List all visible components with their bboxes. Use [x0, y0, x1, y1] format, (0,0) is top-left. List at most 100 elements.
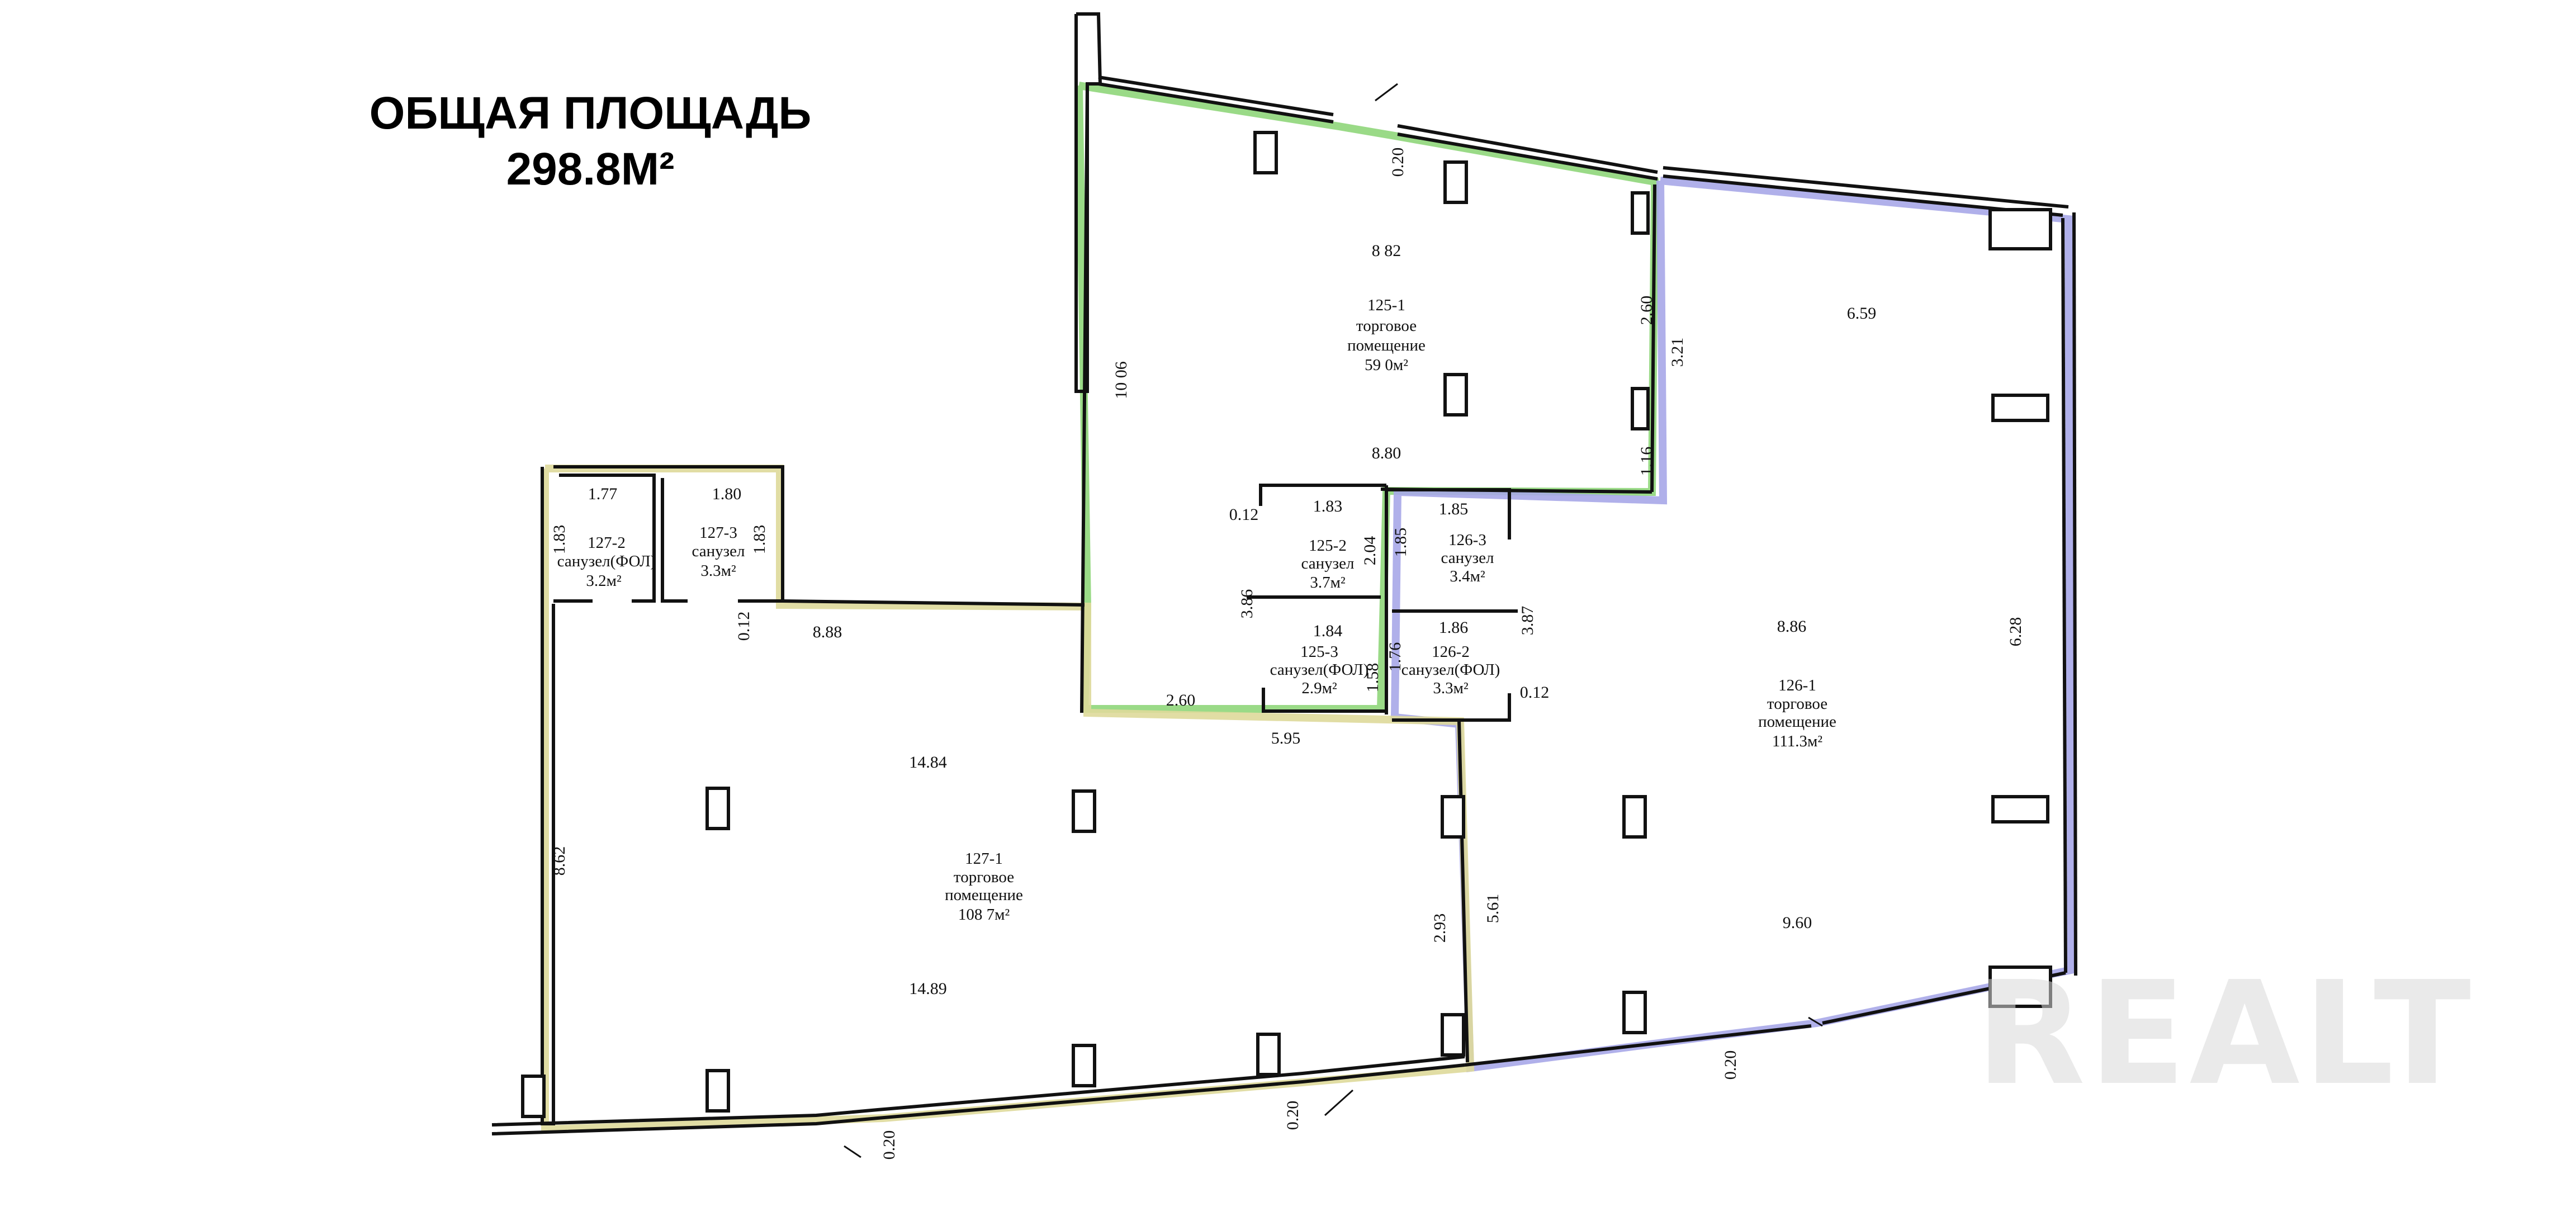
dim-label: 0.20 [1284, 1101, 1302, 1130]
opening-mark [1375, 83, 1398, 102]
opening-marks [844, 83, 1823, 1158]
dim-label: 3.21 [1668, 338, 1687, 367]
column [1253, 131, 1278, 174]
column [1631, 387, 1650, 430]
column [1988, 966, 2052, 1008]
dim-label: 5.61 [1484, 894, 1502, 924]
room-126-1-type: торговое [1767, 695, 1827, 713]
dim-label: 14.84 [909, 753, 947, 772]
wall-126-bottom-b [1464, 1024, 1812, 1067]
dim-label: 10 06 [1112, 361, 1130, 399]
column [1072, 1044, 1096, 1087]
room-outlines [541, 82, 2076, 1134]
dim-label: 1.58 [1363, 663, 1382, 693]
dim-label: 6.28 [2006, 617, 2025, 647]
dim-label: 8.80 [1372, 444, 1401, 462]
room-125-2-area: 3.7м² [1310, 574, 1346, 591]
column [1622, 991, 1647, 1034]
wall-127-top [782, 599, 1085, 607]
wall-127-3-bath [661, 478, 688, 603]
room-126-1-type: помещение [1758, 713, 1836, 731]
column [705, 787, 730, 830]
column [1441, 795, 1465, 839]
wall-126-top-outer [1663, 166, 2069, 209]
wall-125-top-right [1397, 132, 1658, 181]
opening-mark [1324, 1089, 1354, 1116]
dim-label: 1.76 [1386, 642, 1404, 672]
column [1072, 789, 1096, 833]
wall-127-top-bath [553, 465, 784, 601]
column [1631, 191, 1650, 235]
room-127-2-area: 3.2м² [586, 572, 622, 590]
column [1441, 1013, 1465, 1057]
wall-127-right [1457, 721, 1469, 1063]
room-127-1-type: помещение [945, 886, 1023, 904]
dim-label: 1.83 [550, 525, 569, 555]
dim-label: 1.83 [750, 525, 769, 555]
column [1443, 373, 1468, 417]
room-127-1-id: 127-1 [965, 850, 1003, 868]
wall-127-bottom-outer [491, 1055, 1465, 1127]
dim-label: 2.60 [1637, 296, 1656, 325]
opening-mark [844, 1145, 861, 1158]
column [1988, 208, 2052, 250]
total-area-value: 298.8М² [506, 144, 675, 195]
dim-label: 0.12 [735, 612, 753, 641]
dimension-labels: 8 82 10 06 2.60 8.80 1.16 3.21 6.59 6.28… [550, 148, 2025, 1160]
wall-125-3-bottom [1262, 688, 1386, 713]
wall-126-2-bottom [1392, 693, 1511, 722]
dim-label: 1.85 [1391, 528, 1410, 557]
room-127-1-type: торговое [954, 868, 1014, 886]
realt-watermark: REALT [1975, 951, 2475, 1117]
dim-label: 3.86 [1238, 589, 1256, 619]
column [705, 1069, 730, 1113]
dim-label: 1.86 [1439, 618, 1469, 637]
room-127-2-type: санузел(ФОЛ) [557, 552, 656, 570]
dim-label: 0.20 [1389, 148, 1407, 177]
room-126-3-area: 3.4м² [1450, 567, 1485, 585]
room-125-1-type: помещение [1347, 337, 1426, 354]
room-127-3-type: санузел [692, 542, 745, 560]
dim-label: 9.60 [1783, 914, 1812, 932]
dim-label: 3.87 [1518, 606, 1537, 636]
columns [521, 131, 2052, 1118]
dim-label: 1.84 [1313, 622, 1343, 640]
room-125-3-id: 125-3 [1300, 643, 1338, 661]
dim-label: 0.12 [1520, 683, 1550, 702]
dim-label: 14.89 [909, 979, 947, 998]
room-labels: 125-1 торговое помещение 59 0м² 125-2 са… [557, 296, 1836, 924]
dim-label: 8 82 [1372, 242, 1401, 260]
column [521, 1075, 546, 1118]
room-127-3-area: 3.3м² [700, 562, 736, 580]
dim-label: 0.12 [1229, 505, 1259, 524]
wall-126-right [2061, 217, 2067, 973]
dim-label: 8.88 [813, 623, 842, 641]
room-126-2-area: 3.3м² [1433, 679, 1469, 697]
room-125-1-id: 125-1 [1367, 296, 1405, 314]
room-127-3-id: 127-3 [699, 524, 737, 542]
room-125-2-id: 125-2 [1309, 537, 1347, 555]
walls [491, 12, 2077, 1135]
room-125-3-area: 2.9м² [1301, 679, 1337, 697]
wall-125-top-right-outer [1397, 124, 1658, 174]
room-125-3-type: санузел(ФОЛ) [1270, 661, 1369, 679]
dim-label: 8.62 [550, 846, 569, 876]
column [1622, 795, 1647, 839]
dim-label: 1.16 [1637, 447, 1656, 476]
room-127-1-area: 108 7м² [958, 906, 1010, 924]
column [1256, 1033, 1281, 1076]
wall-126-3-top [1386, 488, 1511, 539]
dim-label: 0.20 [880, 1130, 898, 1160]
dim-label: 0.20 [1721, 1050, 1740, 1080]
dim-label: 5.95 [1271, 729, 1301, 747]
room-125-1-type: торговое [1356, 317, 1417, 335]
column [1991, 394, 2049, 422]
room-126-1-id: 126-1 [1778, 676, 1816, 694]
dim-label: 2.93 [1431, 914, 1449, 943]
room-125-outline [1075, 82, 1659, 713]
room-126-outline [1390, 177, 2076, 1072]
wall-126-right-outer [2072, 212, 2077, 976]
dim-label: 2.04 [1361, 536, 1379, 566]
dim-label: 2.60 [1166, 691, 1196, 709]
room-126-2-type: санузел(ФОЛ) [1401, 661, 1500, 679]
